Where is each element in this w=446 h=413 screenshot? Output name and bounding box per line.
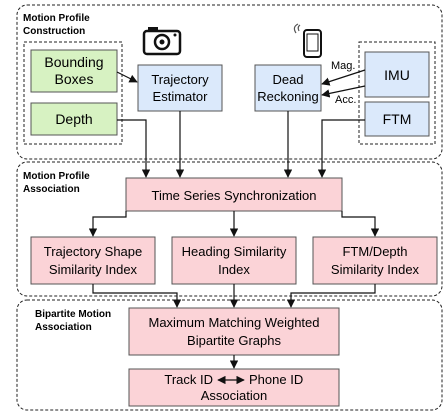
- smartphone-icon: [293, 23, 322, 58]
- heading-similarity-label-2: Index: [218, 262, 250, 277]
- trajectory-shape-label-2: Similarity Index: [49, 262, 138, 277]
- bounding-boxes-box: [30, 49, 118, 93]
- arrow-bbox-to-estimator: [116, 71, 138, 83]
- svg-text:Depth: Depth: [55, 111, 92, 127]
- max-matching-label: Maximum Matching Weighted: [149, 315, 320, 330]
- depth-box: [30, 102, 118, 136]
- trajectory-shape-box: [30, 236, 156, 285]
- svg-text:Association: Association: [201, 388, 267, 403]
- section-title-construction-2: Construction: [23, 26, 85, 37]
- svg-text:Boxes: Boxes: [55, 71, 94, 87]
- svg-text:Reckoning: Reckoning: [257, 89, 318, 104]
- camera-icon: [142, 27, 182, 56]
- arrow-sync-to-ftmdepth: [341, 211, 380, 237]
- section-title-association: Motion Profile: [23, 171, 90, 182]
- svg-text:Time Series Synchronization: Time Series Synchronization: [152, 188, 317, 203]
- section-title-bipartite: Bipartite Motion: [35, 309, 111, 320]
- arrow-imu-acc: [321, 85, 366, 98]
- dead-reckoning-label: Dead: [272, 72, 303, 87]
- arrow-depth-to-sync: [117, 119, 151, 178]
- section-title-association-2: Association: [23, 184, 80, 195]
- trajectory-estimator-label-2: Estimator: [153, 89, 209, 104]
- svg-text:FTM/Depth: FTM/Depth: [342, 244, 407, 259]
- svg-text:Bipartite Graphs: Bipartite Graphs: [187, 333, 281, 348]
- trajectory-estimator-label: Trajectory: [151, 72, 209, 87]
- svg-text:Heading Similarity: Heading Similarity: [182, 244, 287, 259]
- svg-text:Dead: Dead: [272, 72, 303, 87]
- svg-text:Index: Index: [218, 262, 250, 277]
- svg-text:Bounding: Bounding: [44, 54, 103, 70]
- ftm-depth-similarity-label-2: Similarity Index: [331, 262, 420, 277]
- svg-text:Trajectory: Trajectory: [151, 72, 209, 87]
- imu-box: [364, 51, 430, 98]
- arrow-shape-to-matching: [92, 284, 182, 308]
- svg-text:Estimator: Estimator: [153, 89, 209, 104]
- max-matching-box: [128, 307, 340, 356]
- ftm-label: FTM: [383, 111, 412, 127]
- time-series-sync-label: Time Series Synchronization: [152, 188, 317, 203]
- imu-label: IMU: [384, 67, 410, 83]
- max-matching-label-2: Bipartite Graphs: [187, 333, 281, 348]
- arrow-sync-to-shape: [88, 211, 127, 237]
- track-phone-box: [128, 368, 340, 407]
- bounding-boxes-label-2: Boxes: [55, 71, 94, 87]
- arrow-ftm-to-sync: [317, 119, 365, 178]
- svg-text:Maximum Matching Weighted: Maximum Matching Weighted: [149, 315, 320, 330]
- section-construction: [16, 4, 443, 160]
- arrow-ftmdepth-to-matching: [286, 284, 376, 308]
- heading-similarity-label: Heading Similarity: [182, 244, 287, 259]
- section-title-construction: Motion Profile: [23, 13, 90, 24]
- dead-reckoning-label-2: Reckoning: [257, 89, 318, 104]
- section-title-bipartite-2: Association: [35, 322, 92, 333]
- association-label: Association: [201, 388, 267, 403]
- svg-text:Similarity Index: Similarity Index: [49, 262, 138, 277]
- svg-text:Track ID: Track ID: [164, 372, 213, 387]
- svg-text:Phone ID: Phone ID: [249, 372, 303, 387]
- svg-text:FTM: FTM: [383, 111, 412, 127]
- phone-inputs-group: [358, 41, 436, 145]
- arrow-imu-mag: [321, 69, 366, 86]
- acc-edge-label: Acc.: [335, 94, 356, 106]
- section-bipartite: [16, 299, 443, 411]
- svg-text:IMU: IMU: [384, 67, 410, 83]
- svg-text:Trajectory Shape: Trajectory Shape: [44, 244, 143, 259]
- svg-text:Similarity Index: Similarity Index: [331, 262, 420, 277]
- heading-similarity-box: [171, 236, 297, 285]
- section-association: [16, 161, 443, 297]
- mag-edge-label: Mag.: [331, 60, 355, 72]
- ftm-box: [364, 101, 430, 137]
- depth-label: Depth: [55, 111, 92, 127]
- phone-id-label: Phone ID: [249, 372, 303, 387]
- ftm-depth-similarity-label: FTM/Depth: [342, 244, 407, 259]
- ftm-depth-similarity-box: [312, 236, 438, 285]
- trajectory-shape-label: Trajectory Shape: [44, 244, 143, 259]
- track-id-label: Track ID: [164, 372, 213, 387]
- bounding-boxes-label: Bounding: [44, 54, 103, 70]
- time-series-sync-box: [125, 177, 343, 212]
